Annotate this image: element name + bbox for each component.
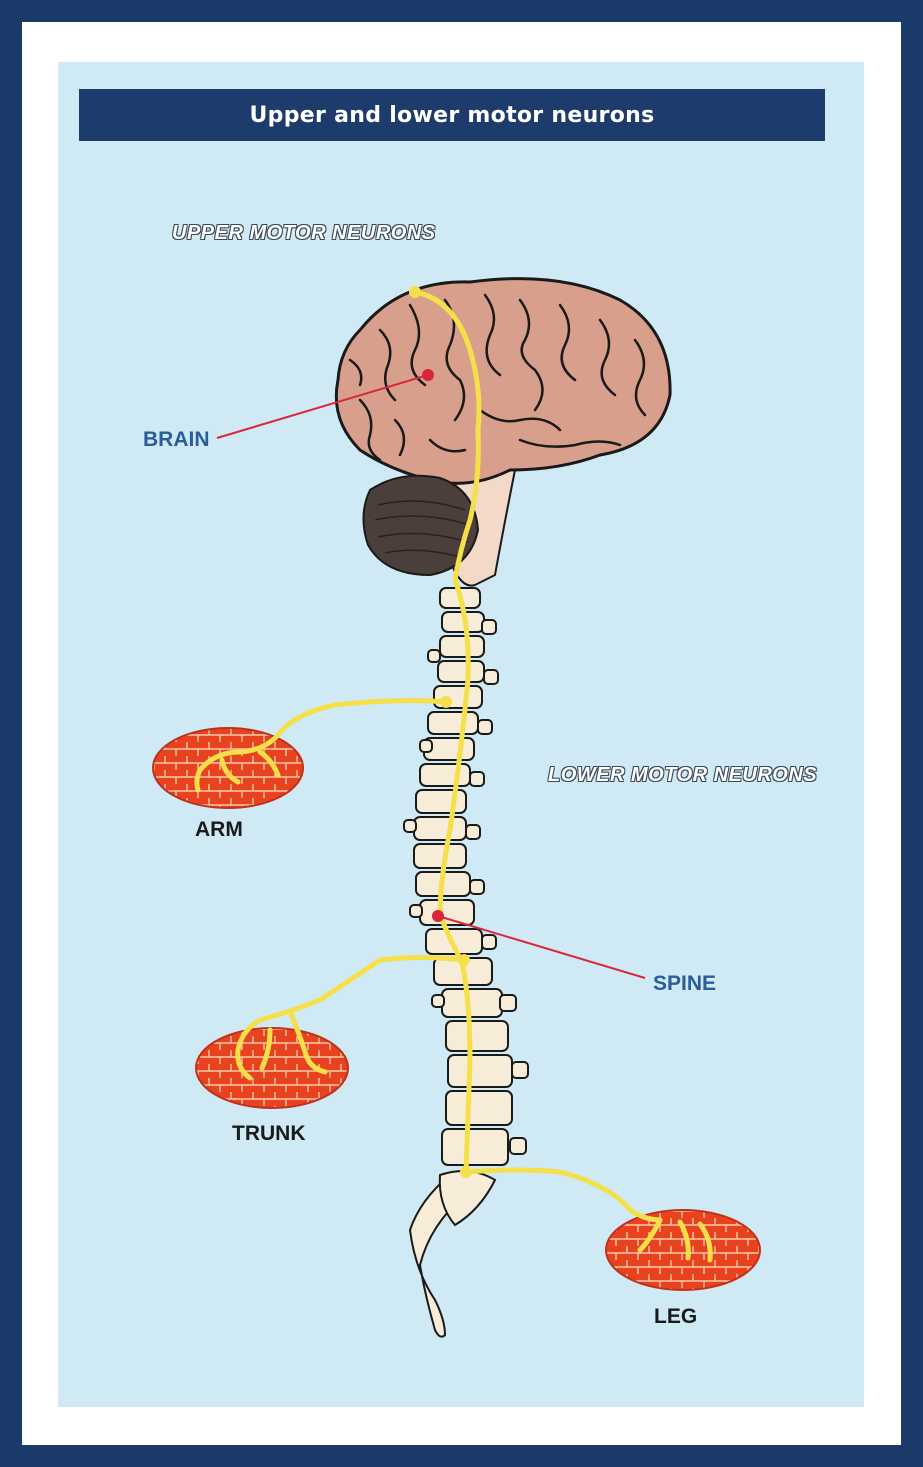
leg-muscle [606,1210,760,1290]
arm-muscle [153,728,303,808]
sacrum [440,1171,495,1225]
leg-nerve [466,1170,660,1220]
brain-label: BRAIN [143,428,210,452]
arm-label: ARM [195,818,243,842]
spine-label: SPINE [653,972,716,996]
brain-pointer-dot [423,370,433,380]
upper-motor-neurons-label: UPPER MOTOR NEURONS [172,222,436,245]
arm-nerve [240,701,446,752]
lower-motor-neurons-label: LOWER MOTOR NEURONS [548,764,817,787]
trunk-label: TRUNK [232,1122,306,1146]
spine-pointer-dot [433,911,443,921]
leg-label: LEG [654,1305,697,1329]
